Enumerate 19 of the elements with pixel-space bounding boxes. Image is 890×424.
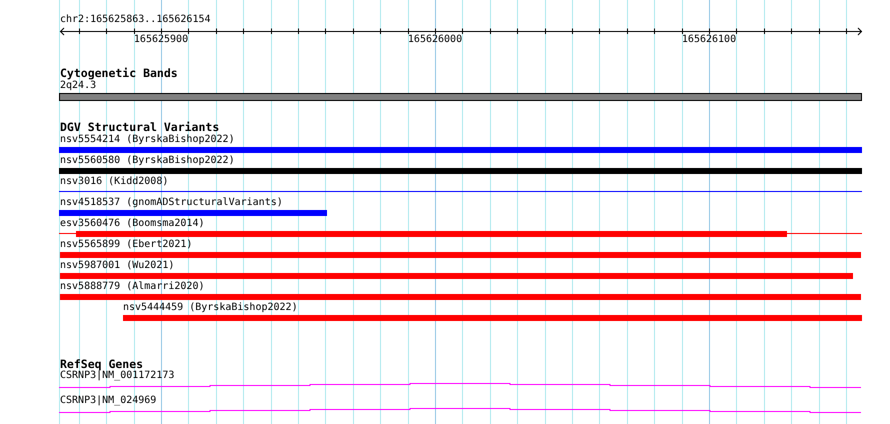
tick-label: 165626000 — [408, 34, 462, 46]
gene-label: CSRNP3|NM_024969 — [60, 395, 156, 407]
variant-label: nsv3016 (Kidd2008) — [60, 176, 168, 188]
band-label: 2q24.3 — [60, 80, 96, 92]
coordinate-range-label: chr2:165625863..165626154 — [60, 14, 211, 26]
variant-label: nsv5444459 (ByrskaBishop2022) — [123, 302, 298, 314]
variant-label: nsv5888779 (Almarri2020) — [60, 281, 204, 293]
variant-label: nsv5554214 (ByrskaBishop2022) — [60, 134, 235, 146]
tick-label: 165625900 — [134, 34, 188, 46]
track-heading: DGV Structural Variants — [60, 120, 220, 134]
variant-label: esv3560476 (Boomsma2014) — [60, 218, 204, 230]
variant-label: nsv4518537 (gnomADStructuralVariants) — [60, 197, 283, 209]
variant-label: nsv5565899 (Ebert2021) — [60, 239, 192, 251]
track-heading: RefSeq Genes — [60, 357, 144, 371]
gene-label: CSRNP3|NM_001172173 — [60, 370, 174, 382]
variant-label: nsv5987001 (Wu2021) — [60, 260, 174, 272]
variant-label: nsv5560580 (ByrskaBishop2022) — [60, 155, 235, 167]
tick-label: 165626100 — [682, 34, 736, 46]
track-heading: Cytogenetic Bands — [60, 66, 178, 80]
